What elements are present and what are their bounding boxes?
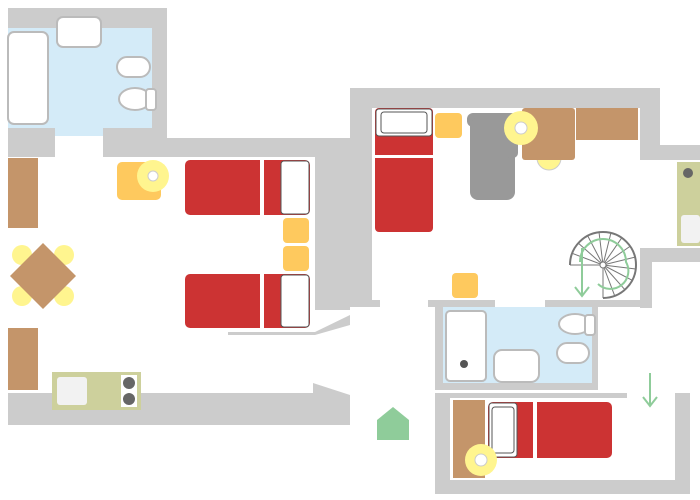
bed-cover xyxy=(375,108,433,232)
wall xyxy=(428,300,495,307)
wall xyxy=(675,393,690,494)
kitchen-sink xyxy=(57,377,87,405)
bathtub xyxy=(445,310,487,382)
bed xyxy=(375,108,433,232)
bed-stripe xyxy=(375,155,433,158)
bottom-bedroom xyxy=(435,393,690,494)
bed-cover xyxy=(185,160,310,215)
sofa-seat xyxy=(470,118,515,200)
table xyxy=(10,243,76,309)
stair-step xyxy=(602,232,612,266)
wardrobe xyxy=(8,328,38,390)
bed-stripe xyxy=(533,402,537,458)
hob-burner xyxy=(123,393,135,405)
stair-step xyxy=(577,242,604,266)
bidet xyxy=(556,342,590,364)
lamp-center xyxy=(514,121,528,135)
second-bathroom xyxy=(435,307,598,390)
bed-stripe xyxy=(260,274,264,328)
wall xyxy=(640,145,700,160)
wall xyxy=(350,88,372,300)
entrance-house-icon xyxy=(377,407,409,440)
bidet xyxy=(116,56,151,78)
toilet-tank xyxy=(584,314,596,336)
kitchen-sink xyxy=(681,215,700,243)
wardrobe xyxy=(8,158,38,228)
sink xyxy=(493,349,540,383)
shelf xyxy=(576,108,638,140)
bed xyxy=(185,160,310,215)
wall xyxy=(435,393,627,398)
pillow xyxy=(280,274,310,328)
pillow xyxy=(280,160,310,215)
wall xyxy=(640,248,700,262)
stair-step xyxy=(602,256,636,266)
kitchenette xyxy=(52,372,141,410)
nightstand xyxy=(435,113,462,138)
shower-drain xyxy=(460,360,468,368)
wall xyxy=(640,248,652,308)
wall xyxy=(152,8,167,148)
stair-rail xyxy=(569,231,637,299)
wall xyxy=(435,480,690,494)
wall xyxy=(350,88,660,108)
stair-step xyxy=(602,264,636,270)
wall xyxy=(545,300,652,307)
bed xyxy=(185,274,310,328)
dining-table xyxy=(10,243,76,309)
wall xyxy=(167,138,350,157)
wall xyxy=(315,157,350,310)
pillow xyxy=(491,406,515,454)
down-arrow-icon xyxy=(642,373,658,408)
nightstand xyxy=(283,246,309,271)
toilet-tank xyxy=(145,88,157,111)
pillow xyxy=(380,111,428,134)
stair-step xyxy=(602,245,631,266)
stair-step xyxy=(571,252,604,266)
bed-cover xyxy=(488,402,612,458)
stool xyxy=(452,273,478,298)
down-arrow-icon xyxy=(574,238,630,298)
bathtub xyxy=(7,31,49,125)
wall xyxy=(350,300,380,307)
spiral-staircase xyxy=(569,231,637,299)
sink xyxy=(56,16,102,48)
stair-step xyxy=(587,235,604,266)
wall xyxy=(103,128,167,157)
wall xyxy=(435,393,450,494)
bed-cover xyxy=(185,274,310,328)
stair-post xyxy=(599,261,607,269)
lamp-center xyxy=(147,170,159,182)
hob-burner xyxy=(683,168,693,178)
hob-burner xyxy=(123,377,135,389)
stair-step xyxy=(602,264,616,297)
bed-stripe xyxy=(260,160,264,215)
stair-step xyxy=(598,232,604,266)
lamp-center xyxy=(474,453,488,467)
nightstand xyxy=(283,218,309,243)
left-bathroom xyxy=(7,8,167,148)
stair-step xyxy=(602,237,623,266)
wall xyxy=(640,88,660,160)
wall xyxy=(228,315,350,335)
wall xyxy=(8,128,55,157)
